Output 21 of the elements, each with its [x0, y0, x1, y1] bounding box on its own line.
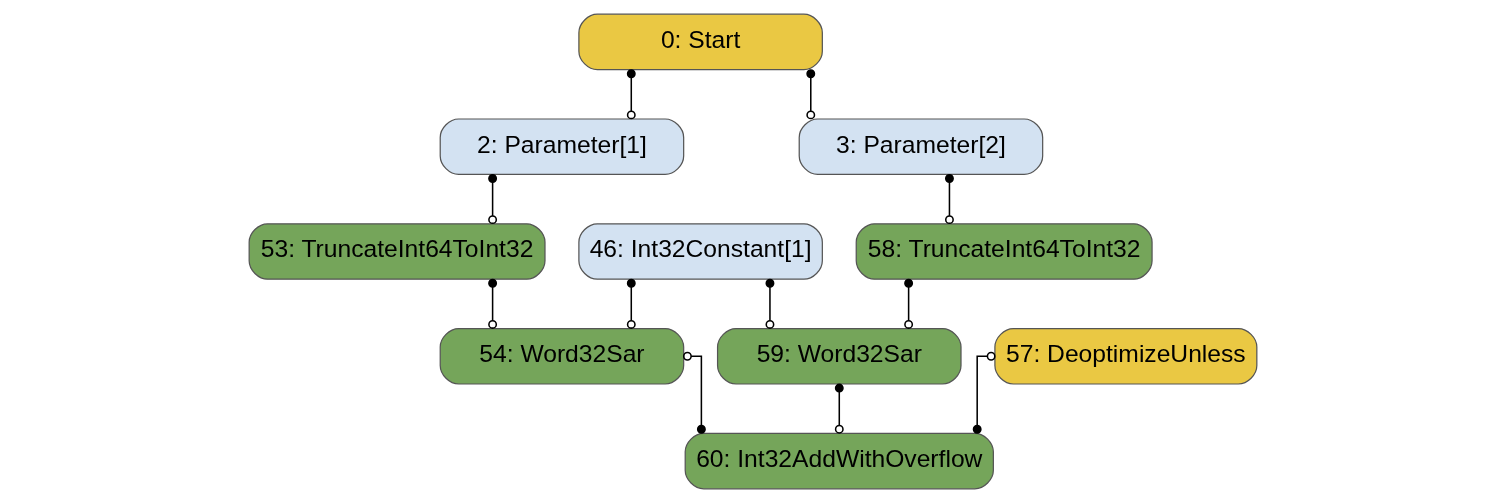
connector	[806, 69, 816, 120]
connector	[834, 383, 844, 434]
connector	[972, 351, 996, 434]
node-box: 0: Start	[578, 13, 823, 71]
node-box: 2: Parameter[1]	[439, 118, 685, 176]
node-box: 59: Word32Sar	[716, 327, 962, 385]
connector	[626, 69, 636, 120]
node-box: 3: Parameter[2]	[798, 118, 1044, 176]
connector	[488, 278, 498, 329]
connector	[904, 278, 914, 329]
node-box: 58: TruncateInt64ToInt32	[855, 223, 1153, 280]
node-box: 60: Int32AddWithOverflow	[684, 432, 994, 490]
node-box: 54: Word32Sar	[439, 327, 685, 385]
node-box: 46: Int32Constant[1]	[578, 223, 823, 280]
connector	[626, 278, 636, 329]
connector	[488, 174, 498, 225]
node-box: 57: DeoptimizeUnless	[994, 327, 1258, 385]
connector	[765, 278, 775, 329]
connector	[682, 351, 706, 434]
connector	[945, 174, 954, 225]
node-box: 53: TruncateInt64ToInt32	[248, 223, 546, 280]
